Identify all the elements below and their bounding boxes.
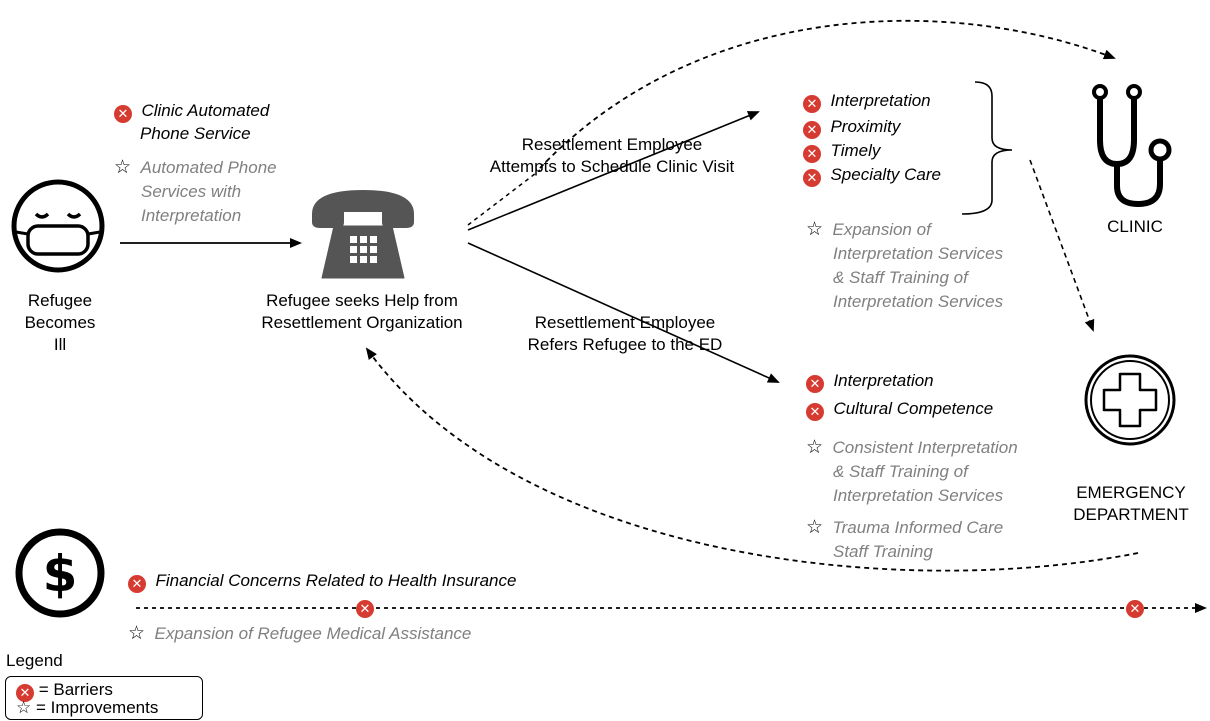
timeline-barrier-icon-1: ✕	[356, 598, 374, 618]
red-x-icon: ✕	[1126, 600, 1144, 618]
red-x-icon: ✕	[803, 169, 821, 187]
legend-title: Legend	[6, 651, 63, 670]
star-icon: ☆	[806, 219, 824, 240]
dollar-icon: $	[14, 527, 106, 624]
dashed-clinic-to-ed	[1029, 159, 1095, 332]
dotted-phone-to-clinic	[467, 169, 541, 226]
red-x-icon: ✕	[803, 145, 821, 163]
edge-label-refer: Resettlement Employee Refers Refugee to …	[527, 313, 723, 354]
legend-barriers: = Barriers	[38, 680, 113, 699]
phone-service-barrier: ✕ Clinic Automated Phone Service	[114, 100, 269, 145]
legend-box: ✕ = Barriers ☆ = Improvements	[5, 676, 203, 720]
stethoscope-icon	[1082, 80, 1182, 215]
clinic-barriers-brace	[961, 81, 1013, 215]
timeline-barrier-icon-2: ✕	[1126, 598, 1144, 618]
arrow-phone-to-ed	[467, 242, 780, 383]
red-x-icon: ✕	[16, 684, 34, 702]
red-x-icon: ✕	[806, 375, 824, 393]
refugee-node-label: Refugee Becomes Ill	[24, 291, 96, 354]
ed-improvement-2: ☆ Trauma Informed Care Staff Training	[806, 517, 1004, 562]
star-icon: ☆	[114, 157, 132, 178]
red-x-icon: ✕	[806, 403, 824, 421]
ed-improvement-1: ☆ Consistent Interpretation & Staff Trai…	[806, 437, 1018, 506]
medical-cross-icon	[1082, 352, 1178, 453]
financial-improvement: ☆ Expansion of Refugee Medical Assistanc…	[128, 623, 472, 644]
red-x-icon: ✕	[114, 105, 132, 123]
dashed-arc-back-to-phone	[365, 347, 1139, 572]
telephone-icon	[308, 182, 418, 287]
star-icon: ☆	[806, 517, 824, 538]
legend-improvements: = Improvements	[35, 698, 159, 717]
arrow-phone-to-schedule	[467, 111, 760, 231]
star-icon: ☆	[806, 437, 824, 458]
ed-node-label: EMERGENCY DEPARTMENT	[1073, 483, 1189, 524]
dashed-arc-to-clinic	[539, 19, 1116, 169]
red-x-icon: ✕	[356, 600, 374, 618]
red-x-icon: ✕	[803, 95, 821, 113]
masked-face-icon	[10, 178, 106, 279]
star-icon: ☆	[16, 698, 32, 717]
red-x-icon: ✕	[803, 121, 821, 139]
financial-barrier: ✕ Financial Concerns Related to Health I…	[128, 570, 516, 593]
clinic-barriers-list: ✕ Interpretation ✕ Proximity ✕ Timely ✕ …	[803, 90, 941, 192]
phone-service-improvement: ☆ Automated Phone Services with Interpre…	[114, 157, 277, 226]
edge-label-schedule: Resettlement Employee Attempts to Schedu…	[489, 135, 735, 176]
red-x-icon: ✕	[128, 575, 146, 593]
star-icon: ☆	[128, 623, 146, 644]
clinic-node-label: CLINIC	[1107, 217, 1163, 236]
phone-node-label: Refugee seeks Help from Resettlement Org…	[261, 291, 463, 332]
clinic-improvement: ☆ Expansion of Interpretation Services &…	[806, 219, 1004, 312]
ed-barriers-list: ✕ Interpretation ✕ Cultural Competence	[806, 370, 993, 426]
svg-text:$: $	[43, 545, 78, 603]
